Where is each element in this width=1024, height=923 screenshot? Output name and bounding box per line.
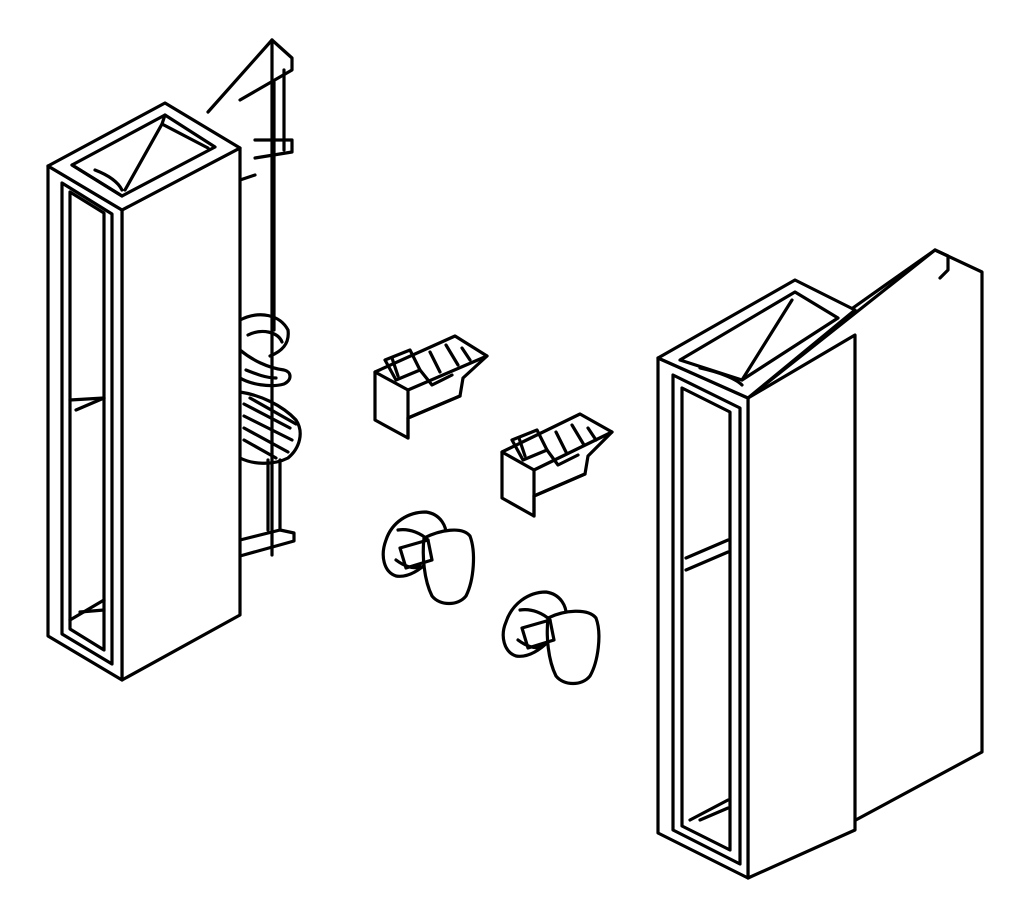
clip-upper-right bbox=[500, 412, 614, 518]
right-bracket-box bbox=[656, 278, 857, 880]
clip-upper-left bbox=[373, 334, 489, 440]
left-bracket-hook-mechanism bbox=[238, 313, 302, 465]
clip-lower-left bbox=[381, 510, 476, 606]
left-bracket-back-plate bbox=[206, 38, 296, 558]
left-rear-bracket bbox=[46, 38, 302, 682]
right-front-bracket bbox=[656, 248, 984, 880]
clip-lower-right bbox=[501, 590, 601, 686]
left-bracket-box bbox=[46, 101, 242, 682]
